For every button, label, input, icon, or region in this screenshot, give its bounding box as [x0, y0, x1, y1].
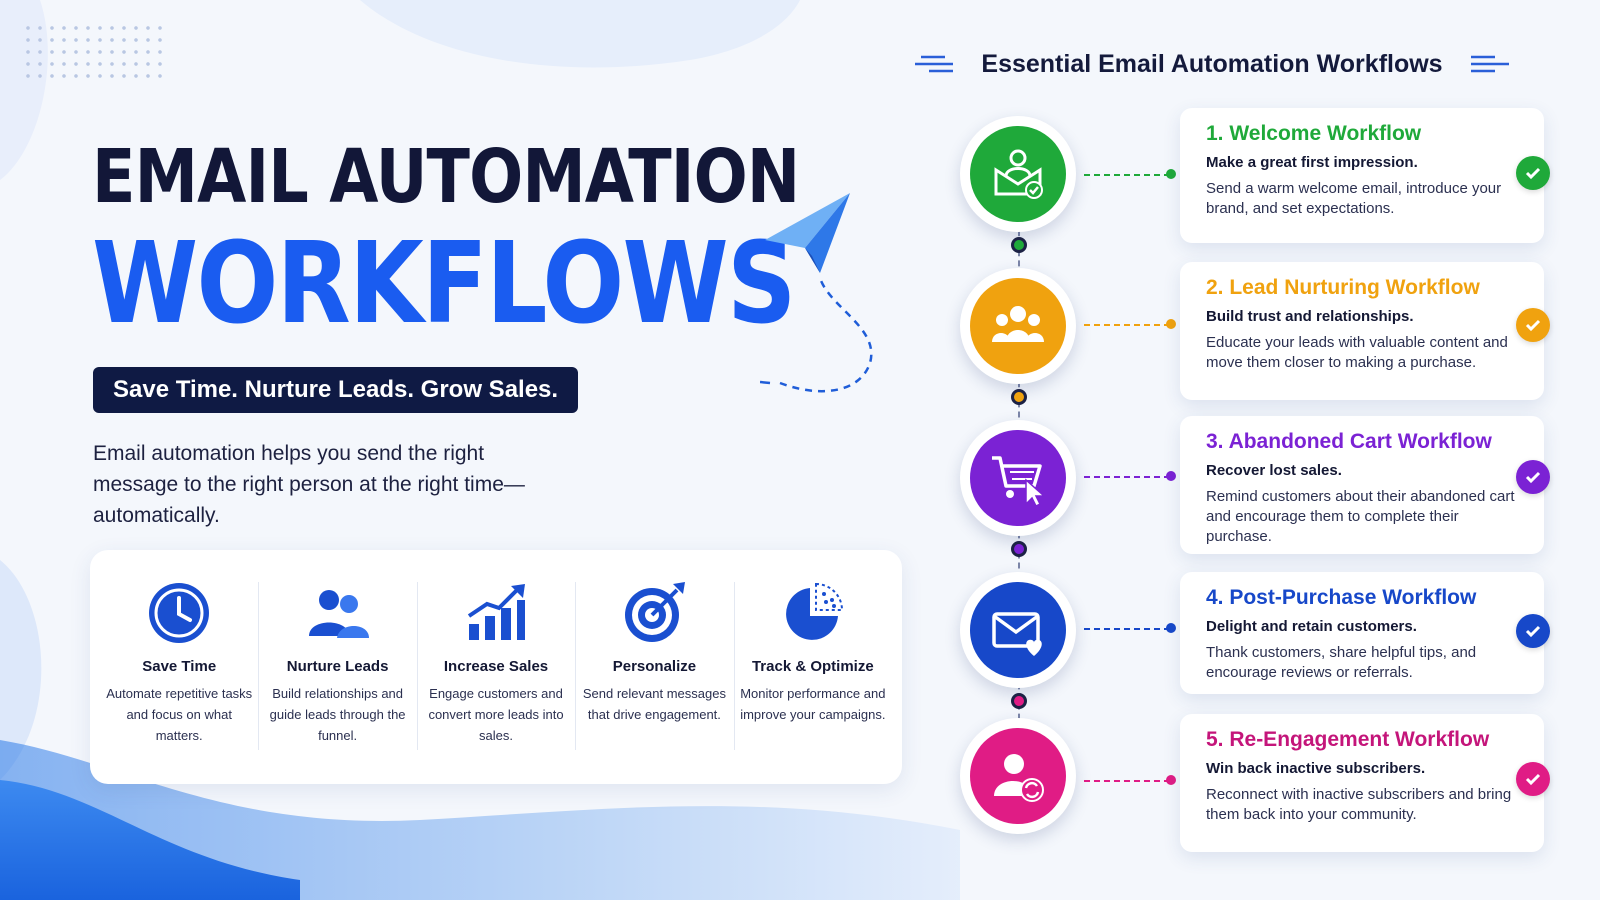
benefit-desc: Automate repetitive tasks and focus on w…	[106, 686, 253, 743]
timeline-dot	[1011, 389, 1027, 405]
benefit-desc: Send relevant messages that drive engage…	[582, 686, 726, 722]
workflow-subtitle: Make a great first impression.	[1206, 154, 1418, 171]
hero-title-line1: EMAIL AUTOMATION	[92, 134, 800, 220]
check-icon	[1516, 762, 1550, 796]
workflow-icon-circle	[960, 572, 1076, 688]
workflow-lead-nurturing: 2. Lead Nurturing Workflow Build trust a…	[960, 262, 1560, 402]
workflow-re-engagement: 5. Re-Engagement Workflow Win back inact…	[960, 714, 1560, 854]
intro-text: Email automation helps you send the righ…	[93, 442, 525, 527]
workflow-title: 1. Welcome Workflow	[1206, 122, 1422, 145]
benefit-desc: Engage customers and convert more leads …	[428, 686, 564, 743]
timeline-dot	[1011, 693, 1027, 709]
workflow-desc: Send a warm welcome email, introduce you…	[1206, 180, 1502, 217]
decorative-dot-grid	[22, 22, 162, 86]
workflow-desc: Remind customers about their abandoned c…	[1206, 488, 1515, 545]
benefit-title: Save Time	[142, 658, 217, 675]
check-icon	[1516, 614, 1550, 648]
target-icon	[625, 582, 686, 642]
benefit-title: Nurture Leads	[286, 658, 389, 675]
benefit-track-optimize: Track & Optimize Monitor performance and…	[733, 580, 892, 784]
tagline-banner: Save Time. Nurture Leads. Grow Sales.	[93, 367, 579, 413]
benefits-panel: Save Time Automate repetitive tasks and …	[90, 550, 902, 784]
workflow-abandoned-cart: 3. Abandoned Cart Workflow Recover lost …	[960, 416, 1560, 556]
workflow-connector	[1084, 628, 1170, 630]
workflows-section-header: Essential Email Automation Workflows	[902, 44, 1522, 84]
workflow-icon-circle	[960, 718, 1076, 834]
decorative-lines-icon	[1470, 55, 1509, 73]
pie-chart-icon	[785, 582, 843, 640]
workflow-title: 5. Re-Engagement Workflow	[1206, 728, 1490, 751]
group-icon	[992, 306, 1044, 342]
workflow-subtitle: Win back inactive subscribers.	[1206, 760, 1426, 777]
check-icon	[1516, 308, 1550, 342]
workflow-title: 3. Abandoned Cart Workflow	[1206, 430, 1492, 453]
workflow-connector	[1084, 476, 1170, 478]
workflow-connector	[1084, 324, 1170, 326]
workflow-card: 2. Lead Nurturing Workflow Build trust a…	[1180, 262, 1550, 400]
check-icon	[1516, 460, 1550, 494]
welcome-envelope-icon	[994, 149, 1043, 199]
workflow-connector	[1084, 780, 1170, 782]
workflow-icon-circle	[960, 268, 1076, 384]
workflow-desc: Reconnect with inactive subscribers and …	[1206, 786, 1512, 823]
workflow-title: 4. Post-Purchase Workflow	[1206, 586, 1477, 609]
decorative-lines-icon	[915, 55, 954, 73]
check-icon	[1516, 156, 1550, 190]
workflow-desc: Educate your leads with valuable content…	[1206, 334, 1508, 371]
growth-chart-icon	[467, 584, 526, 640]
workflow-title: 2. Lead Nurturing Workflow	[1206, 276, 1480, 299]
workflow-post-purchase: 4. Post-Purchase Workflow Delight and re…	[960, 572, 1560, 712]
workflow-icon-circle	[960, 420, 1076, 536]
benefit-title: Personalize	[612, 658, 697, 675]
workflow-icon-circle	[960, 116, 1076, 232]
workflow-subtitle: Build trust and relationships.	[1206, 308, 1414, 325]
envelope-heart-icon	[992, 612, 1042, 656]
benefit-desc: Build relationships and guide leads thro…	[269, 686, 406, 743]
workflow-subtitle: Delight and retain customers.	[1206, 618, 1417, 635]
benefit-nurture-leads: Nurture Leads Build relationships and gu…	[258, 580, 416, 784]
benefit-desc: Monitor performance and improve your cam…	[740, 686, 886, 722]
hero-title-line2: WORKFLOWS	[92, 219, 796, 349]
connector-dot	[1166, 623, 1176, 633]
shopping-cart-icon	[992, 456, 1046, 508]
benefit-increase-sales: Increase Sales Engage customers and conv…	[416, 580, 575, 784]
benefit-title: Increase Sales	[443, 658, 549, 675]
benefit-title: Track & Optimize	[751, 658, 874, 675]
workflow-subtitle: Recover lost sales.	[1206, 462, 1342, 479]
timeline-dot	[1011, 237, 1027, 253]
workflow-card: 3. Abandoned Cart Workflow Recover lost …	[1180, 416, 1550, 554]
workflow-card: 4. Post-Purchase Workflow Delight and re…	[1180, 572, 1550, 694]
benefit-personalize: Personalize Send relevant messages that …	[575, 580, 733, 784]
connector-dot	[1166, 775, 1176, 785]
workflow-card: 5. Re-Engagement Workflow Win back inact…	[1180, 714, 1550, 852]
paper-plane-icon	[760, 193, 873, 393]
benefit-save-time: Save Time Automate repetitive tasks and …	[100, 580, 258, 784]
workflow-connector	[1084, 174, 1170, 176]
user-refresh-icon	[994, 754, 1044, 802]
hero-title: EMAIL AUTOMATION WORKFLOWS	[92, 140, 914, 340]
workflow-welcome: 1. Welcome Workflow Make a great first i…	[960, 108, 1560, 248]
people-icon	[308, 590, 369, 638]
connector-dot	[1166, 169, 1176, 179]
connector-dot	[1166, 471, 1176, 481]
workflows-section-title: Essential Email Automation Workflows	[981, 49, 1443, 78]
timeline-dot	[1011, 541, 1027, 557]
connector-dot	[1166, 319, 1176, 329]
clock-icon	[149, 583, 210, 643]
workflow-card: 1. Welcome Workflow Make a great first i…	[1180, 108, 1550, 243]
workflow-desc: Thank customers, share helpful tips, and…	[1206, 644, 1477, 681]
